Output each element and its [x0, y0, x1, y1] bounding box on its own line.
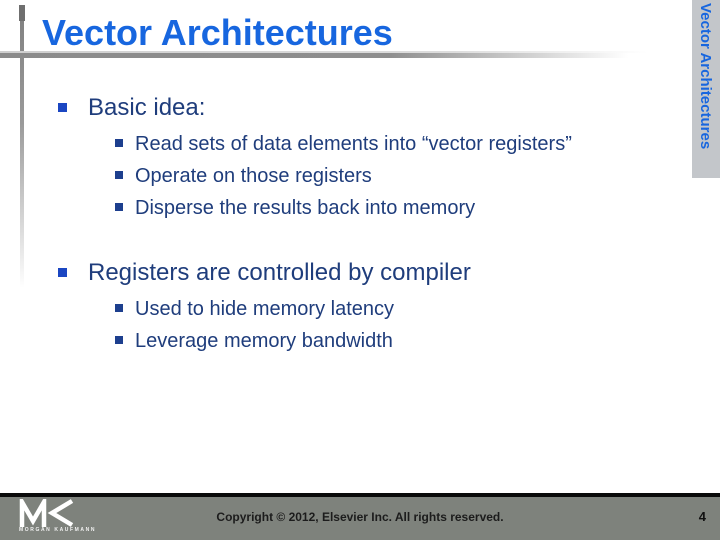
bullet-group-basic-idea: Basic idea: Read sets of data elements i…: [58, 94, 572, 224]
list-item: Read sets of data elements into “vector …: [115, 128, 572, 160]
list-item-label: Operate on those registers: [135, 165, 372, 187]
left-accent-line-cap: [19, 5, 25, 21]
title-underline-highlight: [0, 51, 648, 53]
page-number: 4: [698, 509, 706, 524]
footer-divider-line: [0, 493, 720, 497]
list-item: Leverage memory bandwidth: [115, 325, 471, 357]
list-item-label: Basic idea:: [88, 94, 206, 121]
list-item: Operate on those registers: [115, 160, 572, 192]
list-item-label: Disperse the results back into memory: [135, 197, 476, 219]
title-underline: [0, 53, 648, 58]
footer-bar: [0, 497, 720, 540]
bullet-square-icon: [58, 268, 67, 277]
bullet-square-icon: [115, 203, 123, 211]
copyright-text: Copyright © 2012, Elsevier Inc. All righ…: [216, 510, 504, 524]
bullet-group-registers: Registers are controlled by compiler Use…: [58, 259, 471, 357]
list-item-label: Leverage memory bandwidth: [135, 330, 393, 352]
sidebar: Vector Architectures: [692, 0, 720, 178]
list-item: Registers are controlled by compiler: [58, 259, 471, 287]
list-item-label: Read sets of data elements into “vector …: [135, 133, 572, 155]
sidebar-vertical-title: Vector Architectures: [697, 3, 714, 150]
bullet-square-icon: [115, 304, 123, 312]
list-item: Used to hide memory latency: [115, 293, 471, 325]
morgan-kaufmann-logo-text: MORGAN KAUFMANN: [19, 527, 97, 533]
list-item: Disperse the results back into memory: [115, 192, 572, 224]
slide-title: Vector Architectures: [42, 12, 393, 53]
bullet-square-icon: [115, 139, 123, 147]
bullet-square-icon: [115, 171, 123, 179]
bullet-square-icon: [115, 336, 123, 344]
list-item-label: Used to hide memory latency: [135, 298, 395, 320]
morgan-kaufmann-logo-icon: [19, 499, 74, 527]
list-item-label: Registers are controlled by compiler: [88, 259, 471, 286]
left-accent-line: [20, 5, 24, 300]
bullet-square-icon: [58, 103, 67, 112]
list-item: Basic idea:: [58, 94, 572, 122]
